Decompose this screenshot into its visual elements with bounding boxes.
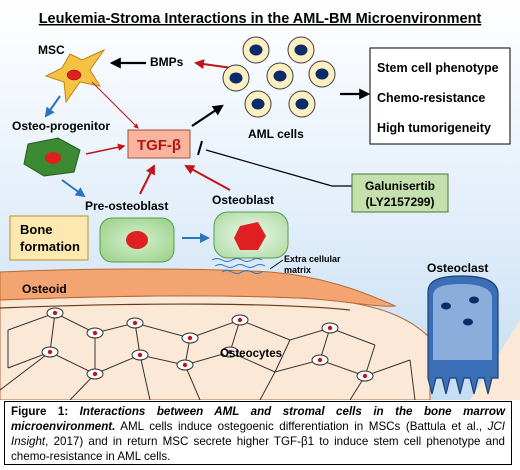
- caption-title: Interactions between AML and stromal cel…: [11, 405, 505, 433]
- diagram-title: Leukemia-Stroma Interactions in the AML-…: [39, 11, 482, 27]
- extracellular-label-1: Extra cellular: [284, 254, 341, 264]
- msc-star-cell: [44, 48, 106, 104]
- osteoblast-cell: [213, 211, 289, 259]
- pre-osteoblast-label: Pre-osteoblast: [85, 199, 168, 213]
- ecm-pointer: [269, 259, 284, 270]
- inhibition-line-b: [205, 149, 333, 187]
- osteoid-label: Osteoid: [22, 282, 67, 296]
- msc-label: MSC: [38, 43, 65, 57]
- caption-text-1: AML cells induce ostegoenic differentiat…: [120, 420, 483, 433]
- caption-text-2: , 2017) and in return MSC secrete higher…: [11, 435, 505, 463]
- tgf-beta-box: [127, 129, 191, 159]
- osteocyte-cells: [41, 307, 374, 382]
- inhibition-bar: [197, 140, 203, 156]
- caption-figure-label: Figure 1:: [11, 405, 69, 418]
- arrow-progenitor-to-preosteoblast: [61, 179, 86, 198]
- tgf-beta-label: TGF-β: [137, 137, 181, 154]
- caption-journal: JCI Insight: [11, 420, 505, 448]
- aml-cells-label: AML cells: [248, 127, 304, 141]
- osteoclast-label: Osteoclast: [427, 261, 488, 275]
- bone-formation-box: [9, 215, 89, 261]
- osteo-progenitor-cell: [23, 137, 81, 177]
- osteoclast-cell: [427, 275, 499, 395]
- arrow-msc-to-tgf: [91, 81, 139, 129]
- outcome-chemo-resistance: Chemo-resistance: [377, 91, 485, 105]
- arrow-progenitor-to-tgf: [85, 143, 126, 155]
- outcome-stem-cell-phenotype: Stem cell phenotype: [377, 61, 499, 75]
- galunisertib-label-1: Galunisertib: [365, 179, 435, 193]
- figure-caption: Figure 1: Interactions between AML and s…: [4, 401, 512, 465]
- arrow-tgf-to-aml: [191, 104, 224, 127]
- arrow-msc-to-progenitor: [44, 95, 61, 118]
- osteo-progenitor-label: Osteo-progenitor: [12, 119, 110, 133]
- outcomes-box: [369, 47, 511, 145]
- arrow-preosteoblast-to-tgf: [139, 164, 155, 195]
- aml-cell-cluster: [222, 36, 336, 118]
- extracellular-label-2: matrix: [284, 265, 311, 275]
- bone-formation-label-1: Bone: [20, 222, 53, 237]
- galunisertib-label-2: (LY2157299): [366, 195, 435, 209]
- diagram-canvas: Leukemia-Stroma Interactions in the AML-…: [0, 0, 520, 400]
- osteoblast-label: Osteoblast: [212, 193, 274, 207]
- bmps-label: BMPs: [150, 55, 184, 69]
- osteocytes-label: Osteocytes: [220, 348, 282, 360]
- pre-osteoblast-cell: [99, 217, 175, 263]
- galunisertib-box: [351, 173, 449, 213]
- arrow-aml-to-bmps: [194, 59, 233, 70]
- osteocyte-network: [0, 312, 416, 400]
- bone-formation-label-2: formation: [20, 239, 80, 254]
- osteoid-layer: [0, 268, 397, 307]
- arrow-osteoblast-to-tgf: [184, 165, 231, 191]
- outcome-high-tumorigeneity: High tumorigeneity: [377, 121, 491, 135]
